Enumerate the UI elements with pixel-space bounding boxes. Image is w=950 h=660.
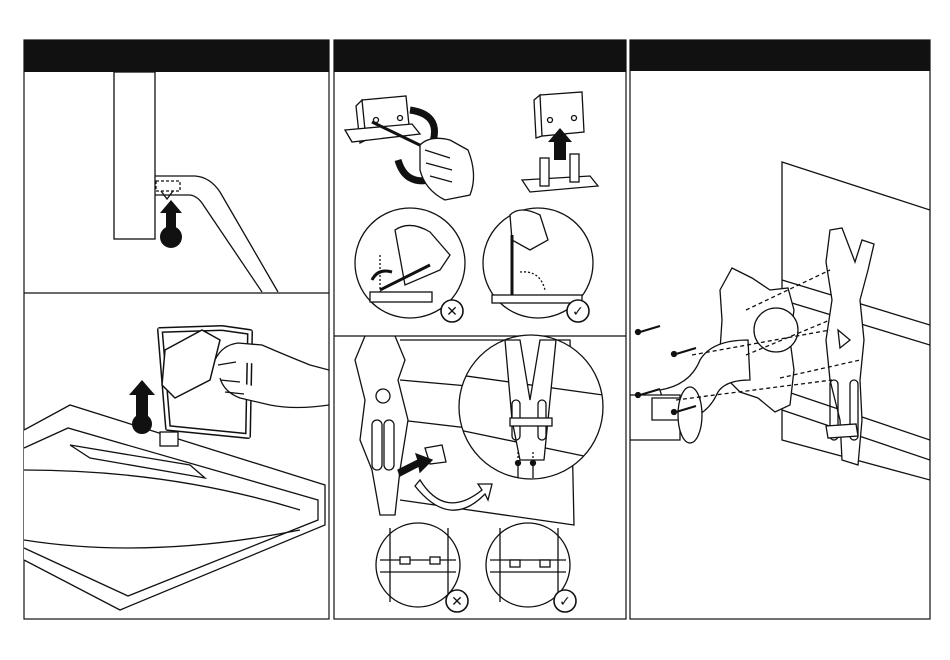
bracket-pin-left <box>540 158 549 186</box>
bracket-tab <box>160 432 178 446</box>
incorrect-mark: ✕ <box>451 594 463 610</box>
finger-press-dot <box>132 414 152 434</box>
panel-2: ✕ ✓ <box>334 40 626 619</box>
mount-bracket <box>826 424 858 438</box>
correct-badge: ✓ <box>554 590 576 612</box>
panel-1-header <box>24 40 329 72</box>
panel-2-header <box>334 40 626 72</box>
zoom-detail <box>459 335 603 479</box>
panel-3-header <box>630 40 930 71</box>
finger-press-dot <box>160 226 182 248</box>
panel-3 <box>630 40 930 619</box>
correct-mark: ✓ <box>572 304 584 320</box>
correct-mark: ✓ <box>559 594 571 610</box>
incorrect-badge: ✕ <box>441 300 463 322</box>
bracket-pin-right <box>570 154 579 182</box>
incorrect-badge: ✕ <box>446 590 468 612</box>
monitor-stand-post <box>114 72 155 239</box>
incorrect-mark: ✕ <box>446 304 458 320</box>
panel-1 <box>24 40 329 619</box>
correct-badge: ✓ <box>567 300 589 322</box>
